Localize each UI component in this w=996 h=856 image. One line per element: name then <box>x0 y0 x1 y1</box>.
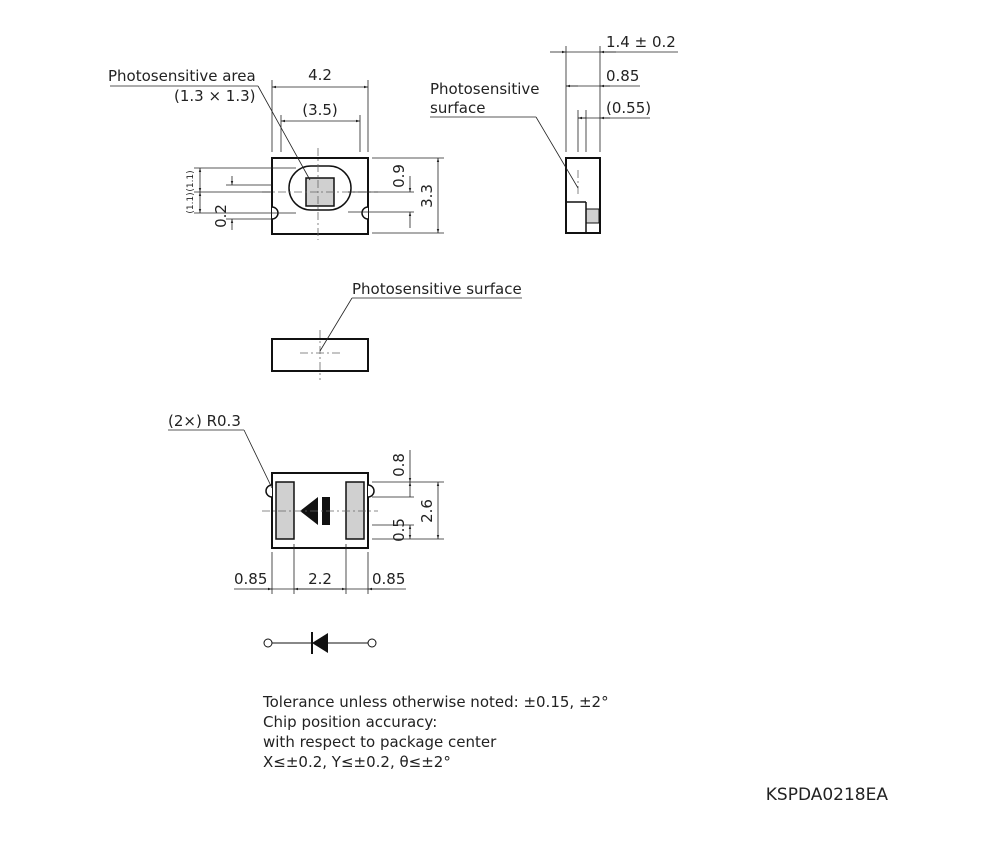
bottom-pitch-dim: 2.2 <box>308 570 332 588</box>
bottom-left-pad-dim: 0.85 <box>234 570 267 588</box>
right-pad <box>345 481 365 540</box>
bottom-right-pad-dim: 0.85 <box>372 570 405 588</box>
bottom-top-gap-dim: 0.8 <box>390 453 408 477</box>
drawing-code: KSPDA0218EA <box>766 785 889 805</box>
bottom-radius-label: (2×) R0.3 <box>168 412 241 430</box>
note-line-4: X≤±0.2, Y≤±0.2, θ≤±2° <box>263 753 451 771</box>
front-view: Photosensitive surface <box>271 280 522 380</box>
note-line-3: with respect to package center <box>263 733 497 751</box>
diode-symbol <box>263 632 377 654</box>
front-view-package <box>271 338 369 372</box>
top-height-dim: 3.3 <box>418 184 436 208</box>
photosensitive-area-size: (1.3 × 1.3) <box>174 87 256 105</box>
bottom-diode-arrow <box>300 497 318 525</box>
bottom-bottom-gap-dim: 0.5 <box>390 518 408 542</box>
side-photosensitive-label-2: surface <box>430 99 485 117</box>
top-inner-width-dim: (3.5) <box>302 101 338 119</box>
bottom-view: (2×) R0.3 0.8 0.5 2.6 0.85 2.2 0.85 <box>168 412 444 594</box>
notes: Tolerance unless otherwise noted: ±0.15,… <box>262 693 609 771</box>
side-chip-depth-dim: (0.55) <box>606 99 651 117</box>
top-offset-dim: 0.9 <box>390 164 408 188</box>
top-width-dim: 4.2 <box>308 66 332 84</box>
top-view: 4.2 (3.5) Photosensitive area (1.3 × 1.3… <box>108 66 444 240</box>
side-view: 1.4 ± 0.2 0.85 (0.55) Photosensitive sur… <box>430 33 678 234</box>
front-photosensitive-label: Photosensitive surface <box>352 280 522 298</box>
note-line-2: Chip position accuracy: <box>263 713 437 731</box>
left-dim-top: (1.1) <box>186 170 196 191</box>
top-right-notch <box>361 206 369 220</box>
bottom-pad-height-dim: 2.6 <box>418 499 436 523</box>
left-pad <box>275 481 295 540</box>
left-dim-mid: (1.1) <box>186 192 196 213</box>
side-thickness-dim: 1.4 ± 0.2 <box>606 33 676 51</box>
side-view-chip <box>585 208 600 224</box>
side-photosensitive-label-1: Photosensitive <box>430 80 539 98</box>
note-line-1: Tolerance unless otherwise noted: ±0.15,… <box>262 693 609 711</box>
photosensitive-area-label: Photosensitive area <box>108 67 256 85</box>
side-depth-dim: 0.85 <box>606 67 639 85</box>
left-dim-small: 0.2 <box>212 204 230 228</box>
